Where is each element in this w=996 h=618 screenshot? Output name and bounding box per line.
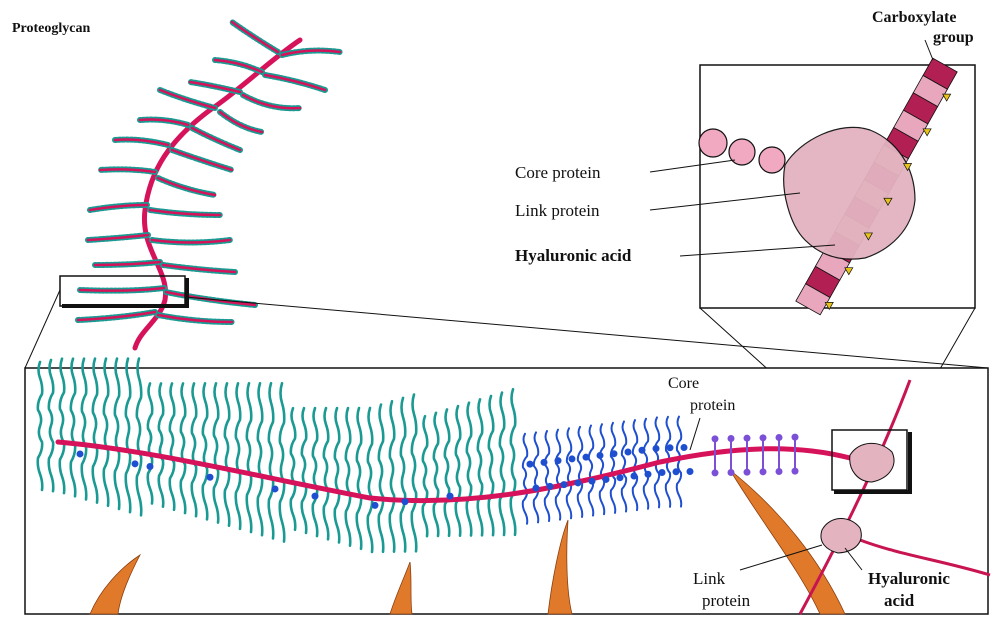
attachment-bead [561,481,568,488]
label-hyaluronic-bottom-line2: acid [884,591,915,610]
main-link-protein-lower [821,518,861,553]
attachment-bead [631,472,638,479]
label-core-protein-main-line1: Core [668,375,699,392]
attachment-bead [555,457,562,464]
overview-branch [160,90,215,108]
attachment-bead [541,459,548,466]
label-hyaluronic-acid-inset: Hyaluronic acid [515,246,632,265]
attachment-bead [659,469,666,476]
attachment-bead [617,474,624,481]
attachment-bead [639,447,646,454]
attachment-bead [681,444,688,451]
attachment-bead [744,435,751,442]
attachment-bead [597,452,604,459]
attachment-bead [207,474,214,481]
attachment-bead [760,434,767,441]
attachment-bead [372,502,379,509]
attachment-bead [712,435,719,442]
main-panel [25,359,990,614]
attachment-bead [792,468,799,475]
attachment-bead [728,435,735,442]
overview-branch [265,75,325,90]
attachment-bead [673,468,680,475]
attachment-bead [77,450,84,457]
label-hyaluronic-bottom-line1: Hyaluronic [868,569,950,588]
inset-panel [650,40,975,315]
attachment-bead [653,445,660,452]
attachment-bead [603,476,610,483]
overview-branch [192,128,240,150]
overview-branch-fuzz [220,112,262,132]
attachment-bead [667,444,674,451]
attachment-bead [776,468,783,475]
overview-branch [166,292,255,305]
attachment-bead [447,493,454,500]
attachment-bead [272,485,279,492]
attachment-bead [645,471,652,478]
proteoglycan-overview [60,22,340,348]
label-link-protein-bottom-line1: Link [693,569,726,588]
label-link-protein-bottom-line2: protein [702,591,751,610]
attachment-bead [402,498,409,505]
attachment-bead [776,434,783,441]
overview-side-chains [78,22,340,322]
attachment-bead [575,479,582,486]
label-carboxylate-line1: Carboxylate [872,9,956,26]
attachment-bead [744,469,751,476]
attachment-bead [712,469,719,476]
overview-branch [232,22,278,52]
label-carboxylate-line2: group [933,29,974,46]
attachment-bead [687,468,694,475]
attachment-bead [312,493,319,500]
attachment-bead [792,434,799,441]
attachment-bead [527,461,534,468]
attachment-bead [583,454,590,461]
attachment-bead [589,478,596,485]
overview-branch [172,150,232,170]
title-proteoglycan: Proteoglycan [12,21,90,36]
attachment-bead [569,455,576,462]
label-core-protein-inset: Core protein [515,163,601,182]
attachment-bead [547,483,554,490]
label-core-protein-main-line2: protein [690,397,735,414]
attachment-bead [760,468,767,475]
attachment-bead [132,460,139,467]
attachment-bead [147,463,154,470]
attachment-bead [625,448,632,455]
attachment-bead [611,450,618,457]
attachment-bead [728,469,735,476]
label-link-protein-inset: Link protein [515,201,600,220]
attachment-bead [533,485,540,492]
